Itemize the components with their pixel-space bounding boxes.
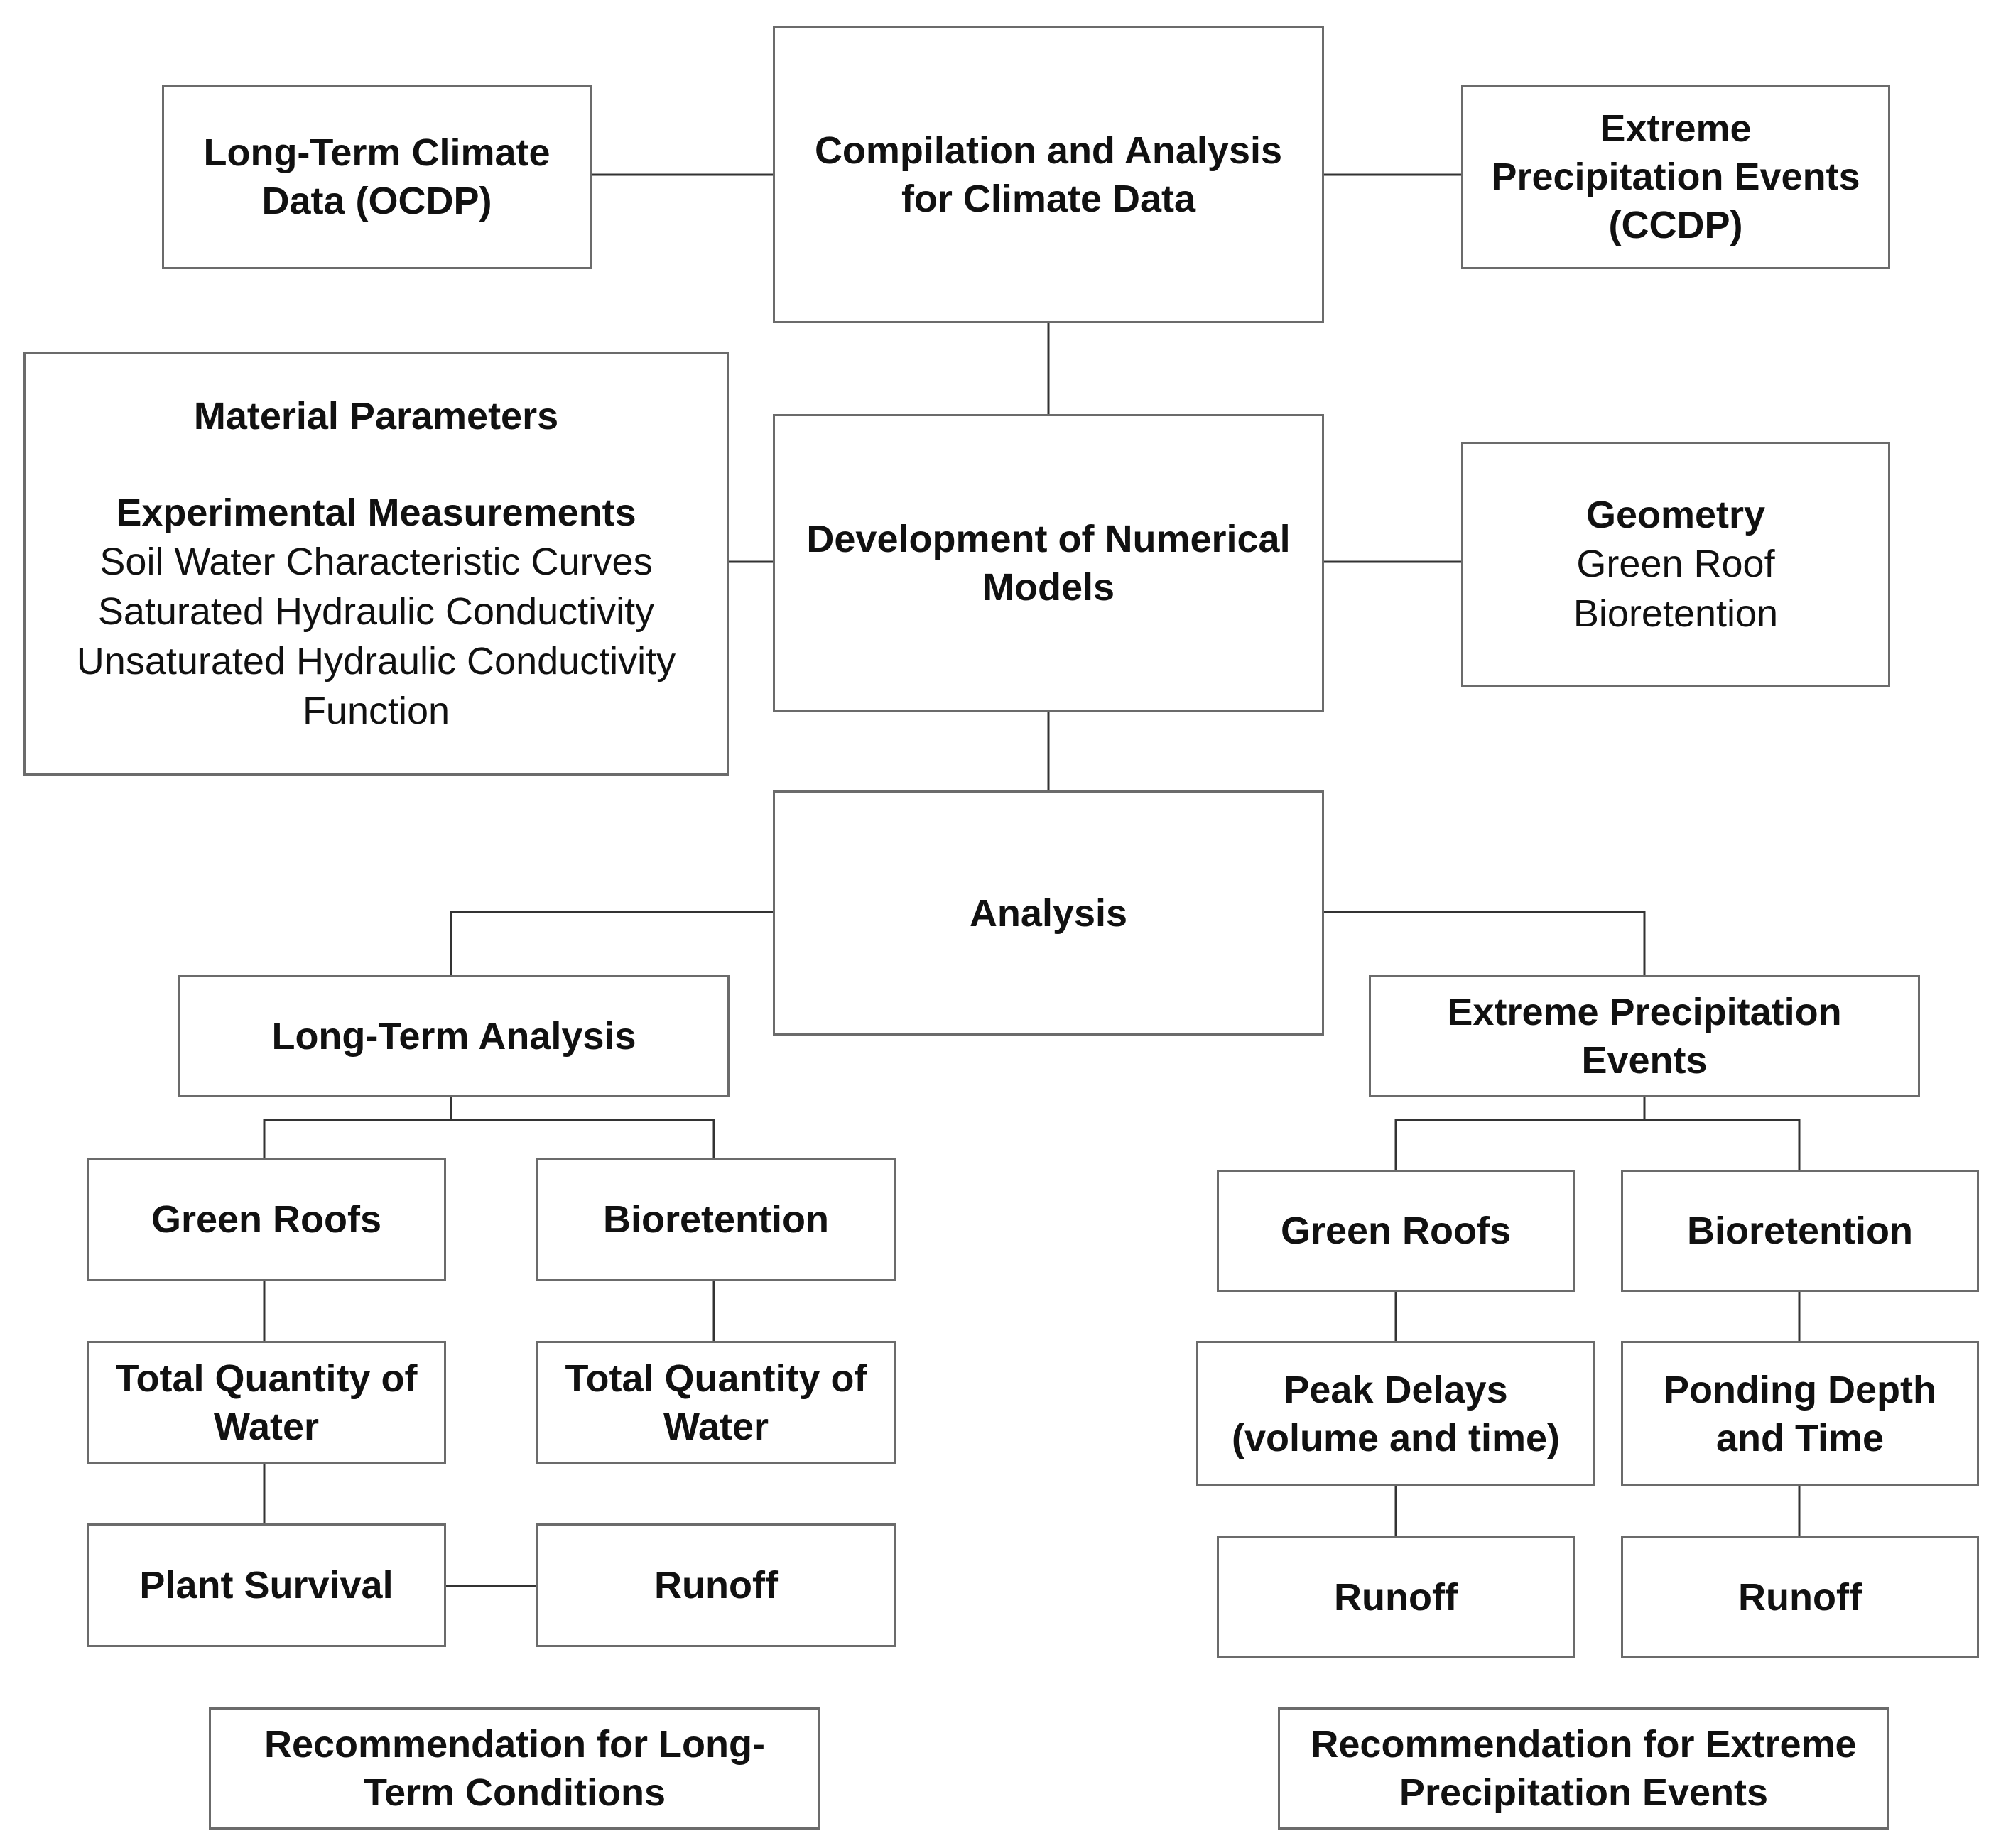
box-label: Runoff — [1738, 1576, 1862, 1619]
box-label: Ponding Depth — [1664, 1368, 1936, 1411]
box-label: Water — [213, 1406, 320, 1448]
lt-green-roofs-box: Green Roofs — [87, 1158, 446, 1281]
box-label: Recommendation for Long- — [264, 1723, 765, 1766]
connector — [1324, 911, 1646, 975]
recommendation-extreme-box: Recommendation for Extreme Precipitation… — [1278, 1707, 1889, 1830]
box-label: Extreme — [1600, 107, 1752, 150]
ex-green-roofs-box: Green Roofs — [1217, 1170, 1575, 1292]
box-label: Total Quantity of — [565, 1357, 867, 1400]
geometry-title: Geometry — [1585, 493, 1766, 536]
lt-bioretention-box: Bioretention — [536, 1158, 896, 1281]
box-label: Precipitation Events — [1491, 156, 1860, 198]
box-label: Green Roofs — [151, 1198, 382, 1241]
box-label: Precipitation Events — [1399, 1771, 1769, 1814]
connector — [263, 1119, 715, 1158]
compilation-analysis-box: Compilation and Analysis for Climate Dat… — [773, 26, 1324, 323]
geometry-item: Bioretention — [1573, 592, 1779, 635]
box-label: Recommendation for Extreme — [1311, 1723, 1857, 1766]
box-label: Green Roofs — [1280, 1210, 1512, 1252]
ex-runoff-bioretention-box: Runoff — [1621, 1536, 1979, 1658]
extreme-events-ccdp-box: Extreme Precipitation Events (CCDP) — [1461, 85, 1890, 269]
plant-survival-box: Plant Survival — [87, 1523, 446, 1647]
material-subtitle: Experimental Measurements — [116, 491, 636, 534]
box-label: and Time — [1715, 1416, 1885, 1460]
geometry-box: Geometry Green Roof Bioretention — [1461, 442, 1890, 687]
box-label: Extreme Precipitation — [1447, 991, 1842, 1033]
box-label: Models — [982, 565, 1115, 609]
lt-total-water-green-roofs-box: Total Quantity of Water — [87, 1341, 446, 1464]
box-label: (volume and time) — [1231, 1416, 1561, 1460]
box-label: Total Quantity of — [115, 1357, 418, 1400]
material-title: Material Parameters — [193, 394, 559, 437]
connector — [1394, 1119, 1801, 1170]
lt-runoff-box: Runoff — [536, 1523, 896, 1647]
box-label: Compilation and Analysis — [814, 129, 1283, 172]
box-label: Development of Numerical — [806, 517, 1291, 560]
box-label: Term Conditions — [364, 1771, 666, 1814]
connector — [450, 911, 773, 975]
analysis-box: Analysis — [773, 790, 1324, 1036]
long-term-climate-data-box: Long-Term Climate Data (OCDP) — [162, 85, 592, 269]
box-label: Data (OCDP) — [261, 180, 492, 222]
box-label: Events — [1581, 1039, 1708, 1082]
material-item: Unsaturated Hydraulic Conductivity — [76, 639, 676, 683]
extreme-precipitation-analysis-box: Extreme Precipitation Events — [1369, 975, 1920, 1097]
box-label: for Climate Data — [901, 177, 1196, 220]
material-item: Saturated Hydraulic Conductivity — [97, 589, 655, 633]
geometry-item: Green Roof — [1576, 542, 1775, 585]
material-item: Function — [302, 689, 450, 732]
box-label: Plant Survival — [139, 1564, 394, 1607]
box-label: Analysis — [969, 891, 1128, 935]
box-label: Peak Delays — [1284, 1368, 1508, 1411]
ponding-depth-box: Ponding Depth and Time — [1621, 1341, 1979, 1486]
peak-delays-box: Peak Delays (volume and time) — [1196, 1341, 1595, 1486]
box-label: Bioretention — [1687, 1210, 1913, 1252]
box-label: Long-Term Climate — [203, 131, 551, 174]
box-label: Runoff — [654, 1564, 778, 1607]
recommendation-long-term-box: Recommendation for Long- Term Conditions — [209, 1707, 820, 1830]
long-term-analysis-box: Long-Term Analysis — [178, 975, 730, 1097]
box-label: Long-Term Analysis — [271, 1015, 636, 1058]
box-label: Water — [663, 1406, 769, 1448]
material-item: Soil Water Characteristic Curves — [99, 540, 653, 583]
box-label: Bioretention — [603, 1198, 829, 1241]
ex-bioretention-box: Bioretention — [1621, 1170, 1979, 1292]
development-numerical-models-box: Development of Numerical Models — [773, 414, 1324, 712]
box-label: Runoff — [1334, 1576, 1458, 1619]
lt-total-water-bioretention-box: Total Quantity of Water — [536, 1341, 896, 1464]
box-label: (CCDP) — [1608, 204, 1743, 246]
ex-runoff-green-roofs-box: Runoff — [1217, 1536, 1575, 1658]
material-parameters-box: Material Parameters Experimental Measure… — [23, 352, 729, 776]
